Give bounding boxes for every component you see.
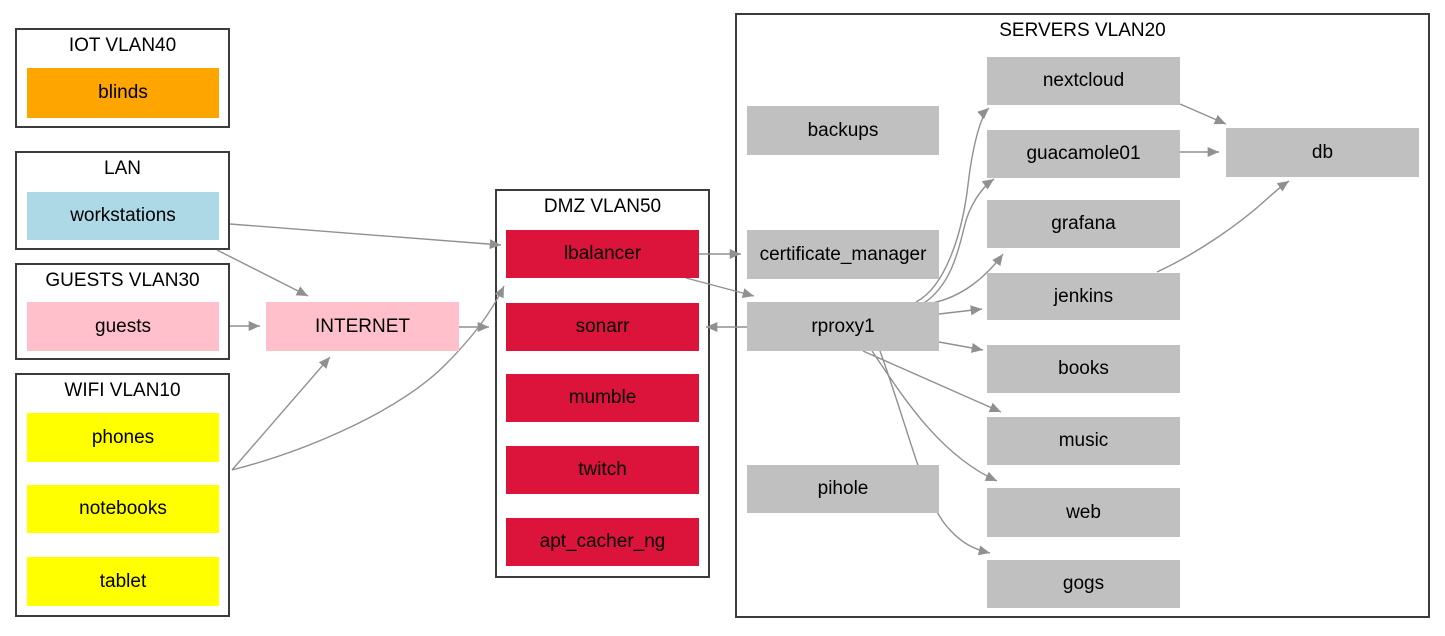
node-guests-label: guests	[95, 315, 151, 337]
node-guacamole01-label: guacamole01	[1026, 143, 1141, 164]
node-guests: guests	[27, 302, 219, 351]
node-db: db	[1226, 128, 1419, 177]
node-certificate-manager: certificate_manager	[747, 230, 939, 279]
edge-wifi-internet	[231, 356, 331, 471]
node-pihole-label: pihole	[817, 478, 869, 499]
node-backups: backups	[747, 106, 939, 155]
node-rproxy1: rproxy1	[747, 302, 939, 351]
node-web-label: web	[1066, 501, 1101, 523]
node-nextcloud-label: nextcloud	[1042, 70, 1125, 91]
node-phones: phones	[27, 413, 219, 462]
node-twitch-label: twitch	[578, 459, 627, 480]
node-mumble-label: mumble	[568, 387, 637, 408]
node-books-label: books	[1058, 358, 1109, 379]
node-pihole: pihole	[747, 465, 939, 513]
node-notebooks: notebooks	[27, 485, 219, 533]
node-gogs: gogs	[987, 560, 1180, 608]
node-internet-label: INTERNET	[315, 315, 410, 337]
node-tablet: tablet	[27, 557, 219, 606]
edge-workstations-lbalancer	[229, 223, 502, 250]
node-gogs-label: gogs	[1062, 573, 1105, 594]
node-workstations: workstations	[27, 192, 219, 240]
cluster-dmz-vlan50-label: DMZ VLAN50	[543, 196, 662, 217]
node-workstations-label: workstations	[70, 205, 176, 226]
node-notebooks-label: notebooks	[79, 498, 167, 519]
node-music: music	[987, 417, 1180, 465]
cluster-lan-label: LAN	[104, 158, 141, 179]
node-nextcloud: nextcloud	[987, 57, 1180, 105]
cluster-servers-vlan20-label: SERVERS VLAN20	[999, 20, 1166, 41]
node-web: web	[987, 488, 1180, 537]
node-books: books	[987, 345, 1180, 393]
node-guacamole01: guacamole01	[987, 130, 1180, 178]
node-rproxy1-label: rproxy1	[811, 315, 875, 337]
node-jenkins-label: jenkins	[1053, 285, 1114, 307]
node-blinds: blinds	[27, 68, 219, 118]
node-jenkins: jenkins	[987, 273, 1180, 320]
node-sonarr: sonarr	[506, 303, 699, 351]
node-mumble: mumble	[506, 374, 699, 422]
node-apt-cacher-ng: apt_cacher_ng	[506, 518, 699, 566]
node-certificate-manager-label: certificate_manager	[759, 243, 927, 265]
node-twitch: twitch	[506, 446, 699, 494]
node-phones-label: phones	[91, 426, 155, 448]
node-sonarr-label: sonarr	[575, 316, 630, 337]
node-grafana: grafana	[987, 200, 1180, 248]
node-tablet-label: tablet	[99, 570, 147, 592]
node-internet: INTERNET	[266, 302, 459, 351]
node-lbalancer-label: lbalancer	[563, 243, 642, 264]
node-grafana-label: grafana	[1051, 213, 1116, 234]
cluster-iot-vlan40-label: IOT VLAN40	[68, 35, 177, 56]
edge-workstations-internet	[216, 249, 309, 297]
node-backups-label: backups	[807, 119, 879, 141]
node-lbalancer: lbalancer	[506, 230, 699, 278]
node-blinds-label: blinds	[98, 82, 148, 103]
node-db-label: db	[1311, 141, 1334, 163]
node-apt-cacher-ng-label: apt_cacher_ng	[539, 531, 666, 552]
cluster-wifi-vlan10-label: WIFI VLAN10	[64, 380, 181, 401]
cluster-guests-vlan30-label: GUESTS VLAN30	[45, 270, 200, 291]
node-music-label: music	[1058, 430, 1109, 451]
